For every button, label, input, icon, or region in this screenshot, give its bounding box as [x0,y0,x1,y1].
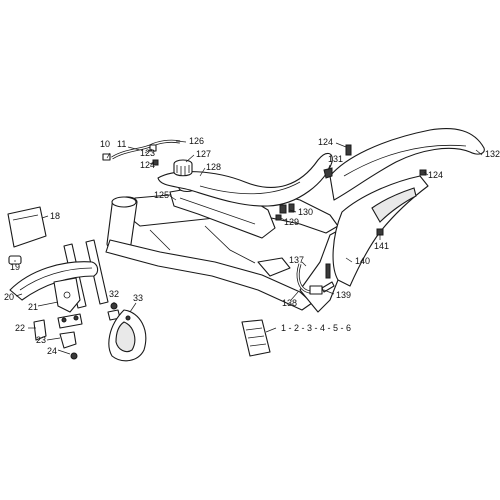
cable-guide-24 [59,331,77,349]
clamp-23 [57,313,83,329]
callout-20: 20 [4,292,14,302]
callout-128: 128 [206,162,221,172]
fender-bolt-124 [345,144,352,156]
callout-23: 23 [36,335,46,345]
rear-fender-body [329,128,485,201]
fuel-tap-assembly [296,263,335,295]
seat-cushion [157,152,333,207]
fuel-tap-stem [325,263,331,279]
callout-140: 140 [355,256,370,266]
clamp-bolt-b [73,315,79,321]
number-plate-group [7,206,47,265]
callout-21: 21 [28,302,38,312]
callout-labels: 10 11 123 126 124 127 128 125 124 131 13… [4,136,500,356]
rear-fender [323,128,485,201]
callout-138: 138 [282,298,297,308]
disc-guard-bolt [125,315,131,321]
callout-124-b: 124 [318,137,333,147]
clamp-bolt-a [61,317,67,323]
decal-lines [245,327,267,347]
frame-brace-line [204,225,256,264]
callout-127: 127 [196,149,211,159]
callout-18: 18 [50,211,60,221]
callout-22: 22 [15,323,25,333]
callout-129: 129 [284,217,299,227]
bracket-130-b [288,203,295,213]
front-fender-ridge [19,267,93,291]
hose-clip-10 [102,153,111,161]
plate-top-line [12,214,39,221]
callout-137: 137 [289,255,304,265]
disc-guard-inner [115,321,136,353]
decal-sheet [241,319,271,357]
callout-124-c: 124 [428,170,443,180]
bracket-130 [279,204,287,214]
side-panel-screw-124 [419,169,427,176]
tank-cap-grip [176,165,190,175]
callout-19: 19 [10,262,20,272]
side-panel [332,169,429,287]
callout-130: 130 [298,207,313,217]
callout-123: 123 [140,148,155,158]
bushing-22 [33,319,47,341]
head-tube-top [111,196,137,208]
front-fender-20 [9,261,99,301]
fender-clip-131 [323,167,333,179]
seat-edge-line [199,181,301,195]
front-fender [9,261,99,301]
fuel-tap-139 [309,285,323,295]
disc-guard-group [107,302,147,362]
callout-131: 131 [328,154,343,164]
tank-cap-body [173,164,193,177]
fork-guard [53,277,81,313]
callout-24: 24 [47,346,57,356]
nut-129 [275,214,282,221]
callout-132: 132 [485,149,500,159]
tank-seam [179,197,256,225]
nut-24 [70,352,78,360]
callout-11: 11 [117,139,126,149]
rear-fender-ridge [343,144,467,177]
seat [157,152,333,207]
callout-124-a: 124 [140,160,155,170]
leader-lines [14,140,483,355]
callout-33: 33 [133,293,143,303]
callout-10: 10 [100,139,110,149]
frame-gusset-line [149,229,171,251]
tank-cap [173,159,193,177]
callout-1-to-6: 1 - 2 - 3 - 4 - 5 - 6 [281,323,351,333]
fork-guard-hole [63,291,71,299]
frame-down-tube [105,239,313,311]
callout-126: 126 [189,136,204,146]
decal-sheet-1to6 [241,319,271,357]
callout-32: 32 [109,289,119,299]
fork-clamp-parts [33,313,83,360]
callout-141: 141 [374,241,389,251]
fuel-hose-assembly [102,139,181,166]
callout-125: 125 [154,190,169,200]
tank-mount-brackets [275,203,295,221]
callout-139: 139 [336,290,351,300]
number-plate-18 [7,206,47,248]
side-panel-vent [371,187,417,223]
frame-cross-bracket [257,257,291,277]
fuel-tap-lever [321,281,335,293]
fork-guard-21 [53,277,81,313]
hose-fitting-123 [149,144,157,152]
